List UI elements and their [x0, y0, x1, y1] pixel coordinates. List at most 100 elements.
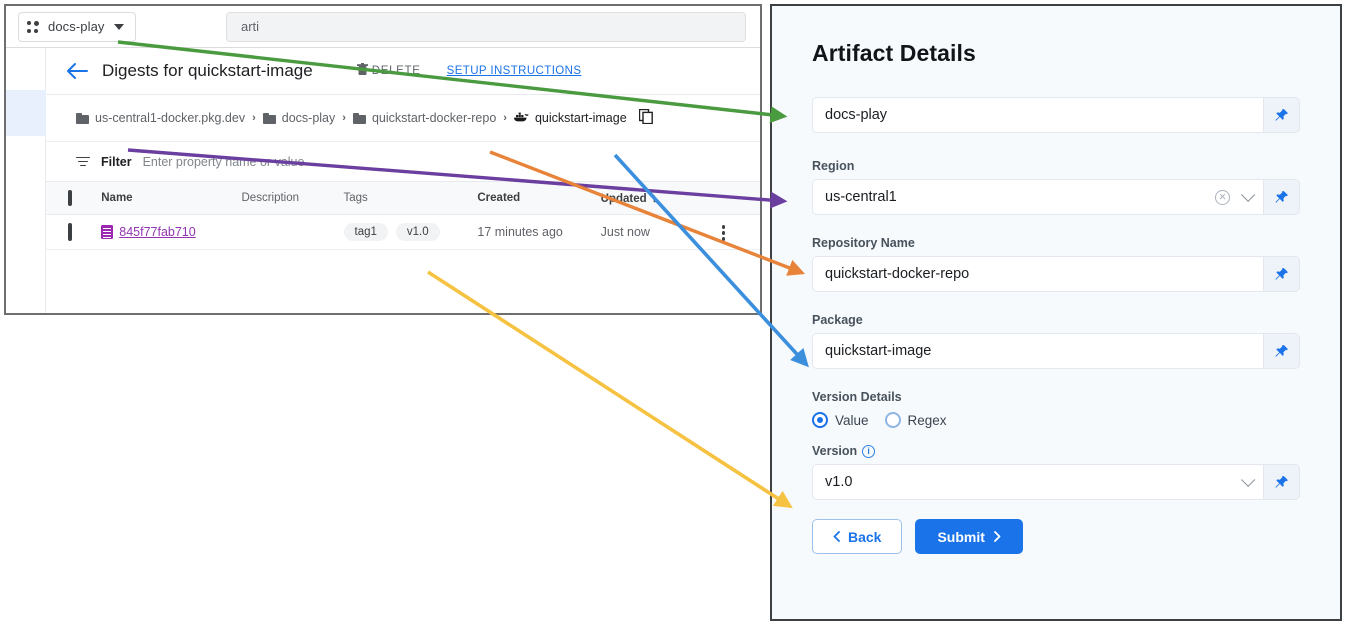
column-header-created[interactable]: Created — [477, 182, 601, 215]
rail-active-highlight — [6, 90, 46, 136]
breadcrumb-item-repository[interactable]: quickstart-docker-repo — [352, 111, 497, 125]
repository-input[interactable]: quickstart-docker-repo — [812, 256, 1264, 292]
page-title: Digests for quickstart-image — [102, 61, 313, 80]
version-input-value: v1.0 — [825, 474, 853, 490]
info-icon[interactable]: i — [862, 444, 876, 458]
filter-input[interactable]: Enter property name or value — [142, 154, 305, 169]
chevron-down-icon[interactable] — [1241, 472, 1256, 487]
chevron-left-icon — [833, 529, 840, 545]
breadcrumb-separator-icon: › — [503, 112, 507, 124]
breadcrumb: us-central1-docker.pkg.dev › docs-play ›… — [46, 95, 760, 142]
select-all-checkbox[interactable] — [68, 190, 72, 206]
back-arrow-icon[interactable] — [64, 58, 90, 84]
region-input[interactable]: us-central1 — [812, 179, 1264, 215]
repository-label: Repository Name — [812, 236, 915, 250]
delete-button[interactable]: DELETE — [356, 63, 421, 79]
form-buttons: Back Submit — [812, 519, 1300, 554]
console-body: Digests for quickstart-image DELETE SETU… — [6, 48, 760, 313]
table-header-row: Name Description Tags Created Updated↓ — [46, 182, 760, 215]
console-left-rail[interactable] — [6, 48, 46, 313]
region-input-row: us-central1 — [812, 179, 1300, 215]
radio-option-regex[interactable]: Regex — [884, 412, 947, 428]
back-button[interactable]: Back — [812, 519, 903, 554]
page-title: Artifact Details — [812, 40, 976, 66]
digest-name: 845f77fab710 — [119, 225, 196, 239]
tag-badge[interactable]: tag1 — [343, 223, 388, 241]
region-label: Region — [812, 159, 855, 173]
package-input[interactable]: quickstart-image — [812, 333, 1264, 369]
filter-icon — [76, 156, 90, 168]
row-tags-cell: tag1 v1.0 — [343, 214, 478, 250]
project-input[interactable]: docs-play — [812, 97, 1264, 133]
version-input-icons — [1241, 472, 1256, 487]
version-details-label: Version Details — [812, 390, 902, 404]
package-input-value: quickstart-image — [825, 343, 932, 359]
radio-option-regex-label: Regex — [907, 412, 947, 428]
breadcrumb-label: quickstart-image — [534, 111, 627, 125]
artifact-registry-console-window: docs-play arti Digests for quickstart-im… — [4, 4, 762, 315]
copy-icon[interactable] — [638, 108, 653, 127]
region-input-icons — [1215, 187, 1256, 205]
chevron-down-icon[interactable] — [1241, 187, 1256, 202]
clear-icon[interactable] — [1215, 189, 1230, 205]
pin-icon — [1275, 475, 1288, 488]
column-header-menu — [717, 182, 760, 215]
version-details-group: Version Details Value Regex — [812, 390, 1300, 428]
console-main-content: Digests for quickstart-image DELETE SETU… — [46, 48, 760, 313]
region-field-group: Region us-central1 — [812, 159, 1300, 215]
submit-button[interactable]: Submit — [915, 519, 1023, 554]
version-input[interactable]: v1.0 — [812, 464, 1264, 500]
search-input[interactable]: arti — [226, 11, 746, 42]
digests-table: Name Description Tags Created Updated↓ — [46, 182, 760, 250]
version-field-group: Version i v1.0 — [812, 444, 1300, 500]
row-created-cell: 17 minutes ago — [477, 214, 601, 250]
row-menu-cell[interactable] — [717, 214, 760, 250]
radio-icon-unselected[interactable] — [884, 412, 901, 428]
page-header: Digests for quickstart-image DELETE SETU… — [46, 48, 760, 95]
version-details-radio-group: Value Regex — [812, 412, 1300, 428]
page-header-actions: DELETE SETUP INSTRUCTIONS — [356, 63, 582, 79]
project-pin-button[interactable] — [1264, 97, 1300, 133]
repository-input-row: quickstart-docker-repo — [812, 256, 1300, 292]
row-checkbox-cell[interactable] — [46, 214, 102, 250]
radio-icon-selected[interactable] — [812, 412, 828, 428]
package-label: Package — [812, 313, 863, 327]
column-header-description[interactable]: Description — [241, 182, 344, 215]
artifact-details-panel: Artifact Details docs-play Region us — [770, 4, 1342, 621]
select-all-checkbox-cell[interactable] — [46, 182, 102, 215]
digest-link[interactable]: 845f77fab710 — [101, 225, 241, 239]
setup-instructions-link[interactable]: SETUP INSTRUCTIONS — [446, 65, 582, 77]
radio-option-value[interactable]: Value — [812, 412, 869, 428]
version-label-row: Version i — [812, 444, 1300, 458]
project-input-value: docs-play — [825, 107, 888, 123]
package-pin-button[interactable] — [1264, 333, 1300, 369]
sort-descending-icon: ↓ — [651, 191, 658, 205]
column-header-name[interactable]: Name — [101, 182, 242, 215]
region-pin-button[interactable] — [1264, 179, 1300, 215]
row-name-cell[interactable]: 845f77fab710 — [101, 214, 242, 250]
version-pin-button[interactable] — [1264, 464, 1300, 500]
breadcrumb-item-project[interactable]: docs-play — [262, 111, 335, 125]
breadcrumb-item-registry[interactable]: us-central1-docker.pkg.dev — [76, 111, 245, 125]
breadcrumb-label: quickstart-docker-repo — [371, 111, 497, 125]
project-selector-label: docs-play — [48, 19, 105, 34]
row-checkbox[interactable] — [68, 223, 72, 241]
repository-input-value: quickstart-docker-repo — [825, 266, 970, 282]
repository-pin-button[interactable] — [1264, 256, 1300, 292]
folder-icon — [352, 112, 366, 124]
filter-bar[interactable]: Filter Enter property name or value — [46, 142, 760, 182]
filter-label: Filter — [101, 154, 132, 169]
trash-icon — [356, 63, 368, 79]
column-header-updated[interactable]: Updated↓ — [600, 182, 718, 215]
tag-badge[interactable]: v1.0 — [395, 223, 440, 241]
breadcrumb-label: us-central1-docker.pkg.dev — [95, 111, 246, 125]
breadcrumb-item-package[interactable]: quickstart-image — [513, 111, 627, 125]
back-button-label: Back — [848, 528, 882, 545]
package-input-row: quickstart-image — [812, 333, 1300, 369]
console-top-bar: docs-play arti — [6, 6, 760, 48]
project-selector[interactable]: docs-play — [18, 11, 136, 42]
pin-icon — [1275, 190, 1288, 203]
folder-icon — [262, 112, 276, 124]
column-header-tags[interactable]: Tags — [343, 182, 478, 215]
